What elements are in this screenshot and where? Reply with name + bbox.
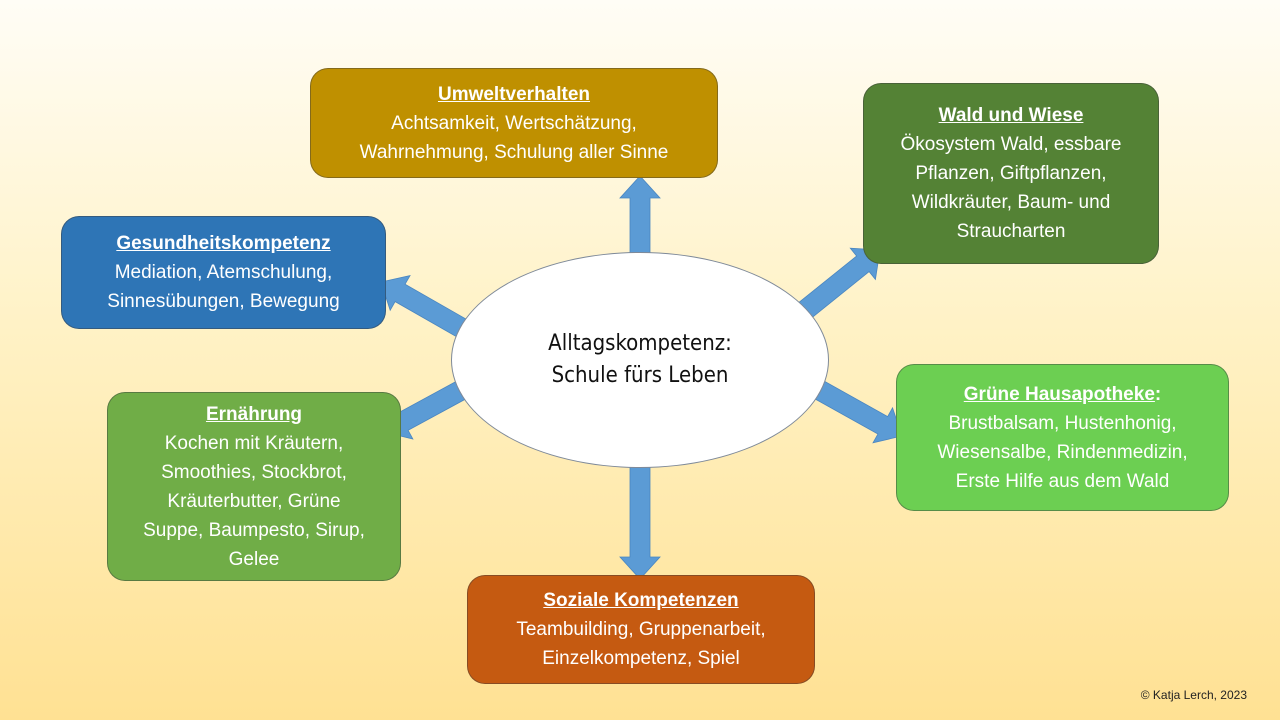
central-ellipse: Alltagskompetenz: Schule fürs Leben: [451, 252, 829, 468]
box-line: Wildkräuter, Baum- und: [911, 192, 1111, 213]
box-line: Erste Hilfe aus dem Wald: [955, 470, 1170, 492]
box-line: Gelee: [228, 548, 280, 570]
box-line: Teambuilding, Gruppenarbeit,: [516, 619, 766, 640]
box-title: Gesundheitskompetenz: [116, 233, 331, 254]
center-line-2: Schule fürs Leben: [551, 363, 729, 388]
box-line: Sinnesübungen, Bewegung: [107, 291, 340, 312]
arrow-down-icon: [619, 465, 661, 580]
box-title-colon: :: [1154, 383, 1162, 405]
box-line: Pflanzen, Giftpflanzen,: [915, 163, 1107, 184]
box-line: Kochen mit Kräutern,: [164, 432, 344, 454]
box-title: Wald und Wiese: [938, 105, 1084, 126]
arrow-upper-left-icon: [380, 274, 471, 340]
box-line: Wiesensalbe, Rindenmedizin,: [937, 441, 1188, 463]
box-line: Smoothies, Stockbrot,: [161, 461, 347, 483]
box-line: Suppe, Baumpesto, Sirup,: [143, 519, 365, 541]
box-umweltverhalten: Umweltverhalten Achtsamkeit, Wertschätzu…: [310, 68, 718, 178]
arrow-lower-right-icon: [810, 378, 903, 444]
box-title: Grüne Hausapotheke: [963, 383, 1155, 405]
box-line: Wahrnehmung, Schulung aller Sinne: [359, 141, 669, 163]
box-gruene-hausapotheke: Grüne Hausapotheke: Brustbalsam, Hustenh…: [896, 364, 1229, 511]
box-line: Achtsamkeit, Wertschätzung,: [391, 112, 637, 134]
copyright-notice: © Katja Lerch, 2023: [1140, 688, 1247, 702]
box-ernaehrung: Ernährung Kochen mit Kräutern, Smoothies…: [107, 392, 401, 581]
box-title: Soziale Kompetenzen: [543, 590, 739, 611]
arrow-up-icon: [619, 175, 661, 256]
box-title: Ernährung: [205, 403, 303, 425]
box-line: Kräuterbutter, Grüne: [167, 490, 341, 512]
box-soziale-kompetenzen: Soziale Kompetenzen Teambuilding, Gruppe…: [467, 575, 815, 684]
box-line: Ökosystem Wald, essbare: [900, 134, 1122, 155]
box-gesundheitskompetenz: Gesundheitskompetenz Mediation, Atemschu…: [61, 216, 386, 329]
box-line: Mediation, Atemschulung,: [114, 262, 333, 283]
box-line: Einzelkompetenz, Spiel: [542, 648, 740, 669]
box-title: Umweltverhalten: [437, 83, 591, 105]
box-line: Brustbalsam, Hustenhonig,: [948, 412, 1177, 434]
arrow-upper-right-icon: [796, 247, 881, 321]
box-line: Straucharten: [956, 221, 1066, 242]
box-wald-und-wiese: Wald und Wiese Ökosystem Wald, essbare P…: [863, 83, 1159, 264]
center-line-1: Alltagskompetenz:: [548, 331, 732, 356]
